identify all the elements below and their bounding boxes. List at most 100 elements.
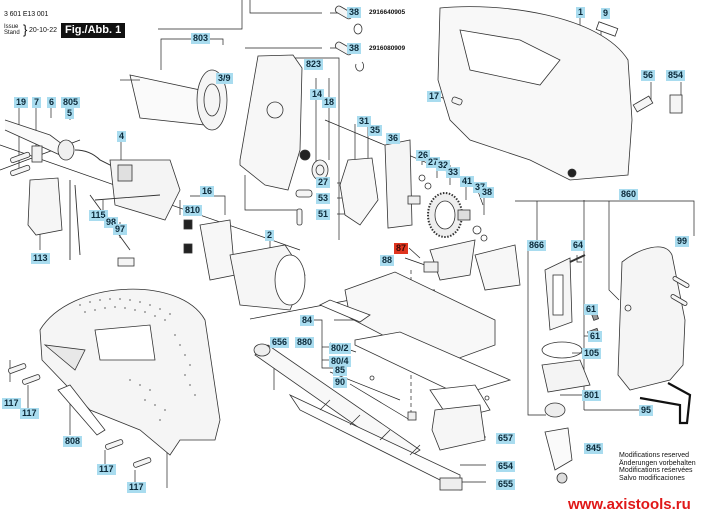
callout-35: 35 [368,125,383,136]
gear-33 [427,192,488,242]
callout-113: 113 [31,253,50,264]
callout-85: 85 [333,365,348,376]
callout-99: 99 [675,236,690,247]
callout-61-upper: 61 [584,304,599,315]
note-de: Änderungen vorbehalten [619,459,696,467]
callout-80-4: 80/4 [329,356,351,367]
callout-36: 36 [386,133,401,144]
callout-38-gear: 38 [480,187,495,198]
gear-plates [339,139,432,229]
callout-31: 31 [357,116,372,127]
callout-14: 14 [310,89,325,100]
spring-wire-95 [639,382,692,425]
callout-32: 32 [436,160,451,171]
issue-label-de: Stand [4,30,20,36]
callout-87-highlighted[interactable]: 87 [394,243,409,254]
armature [120,69,228,131]
callout-117-a: 117 [2,398,21,409]
callout-657: 657 [496,433,516,444]
bearing-27 [311,159,329,181]
callout-801: 801 [582,390,602,401]
callout-803: 803 [191,33,211,44]
document-part-number: 3 601 E13 001 [4,11,49,18]
callout-808: 808 [63,436,83,447]
note-en: Modifications reserved [619,452,690,459]
note-es: Salvo modificaciones [619,474,685,482]
callout-80-2: 80/2 [329,343,351,354]
callout-84: 84 [300,315,315,326]
label-808 [57,384,106,436]
housing-shell [437,6,633,181]
callout-117-c: 117 [97,464,116,475]
callout-33: 33 [446,167,461,178]
callout-1: 1 [576,7,586,18]
watermark-link[interactable]: www.axistools.ru [568,496,691,513]
callout-9: 9 [601,8,611,19]
part-655 [439,477,463,491]
screws-117 [8,363,152,468]
strain-relief-7 [31,145,43,163]
callout-6: 6 [47,97,57,108]
callout-854: 854 [666,70,686,81]
modifications-note: Modifications reserved Änderungen vorbeh… [619,452,696,482]
callout-2: 2 [265,230,275,241]
callout-88: 88 [380,255,395,266]
issue-date: 20-10-22 [29,27,58,34]
handle-housing [39,288,221,456]
callout-845: 845 [584,443,604,454]
callout-656: 656 [270,337,290,348]
callout-654: 654 [496,461,516,472]
callout-105: 105 [582,348,602,359]
guide-654 [288,394,461,491]
switch-module-4 [109,159,181,221]
cover-657 [431,404,486,451]
callout-860: 860 [619,189,639,200]
callout-97: 97 [113,224,128,235]
screws-19 [10,151,31,177]
callout-41: 41 [460,176,475,187]
stator-2 [229,244,306,311]
brush-holder-16 [183,219,236,281]
callout-38-lower: 38 [347,43,362,54]
callout-823: 823 [304,59,324,70]
callout-61-lower: 61 [588,331,603,342]
callout-51: 51 [316,209,331,220]
callout-27-gear: 27 [426,157,441,168]
callout-805: 805 [61,97,81,108]
callout-880: 880 [295,337,315,348]
callout-19: 19 [14,97,29,108]
figure-label: Fig./Abb. 1 [61,23,126,38]
callout-117-d: 117 [127,482,146,493]
callout-810: 810 [183,205,203,216]
callout-16: 16 [200,186,215,197]
order-number-38-upper: 2916640905 [369,9,406,16]
callout-117-b: 117 [20,408,39,419]
callout-95: 95 [639,405,654,416]
callout-27-motor: 27 [316,177,331,188]
callout-115: 115 [89,210,108,221]
callout-7: 7 [32,97,42,108]
dust-extraction-656 [253,343,421,461]
callout-3-9: 3/9 [216,73,233,84]
plunger-assembly [541,254,600,484]
switch-parts [451,94,683,114]
callout-26: 26 [416,150,431,161]
power-cable [4,119,131,176]
callout-64: 64 [571,240,586,251]
electronics-113 [27,177,63,236]
callout-18: 18 [322,97,337,108]
wiring [69,180,161,267]
note-fr: Modifications reśervées [619,467,693,474]
lever-87 [423,239,521,291]
issue-label-en: Issue [4,24,19,30]
callout-90: 90 [333,377,348,388]
issue-brace: } [23,22,28,37]
bearing-shield [239,54,311,191]
callout-5: 5 [65,108,75,119]
order-number-38-lower: 2916080909 [369,45,406,52]
callout-53: 53 [316,193,331,204]
callout-56: 56 [641,70,656,81]
pins [295,5,365,226]
